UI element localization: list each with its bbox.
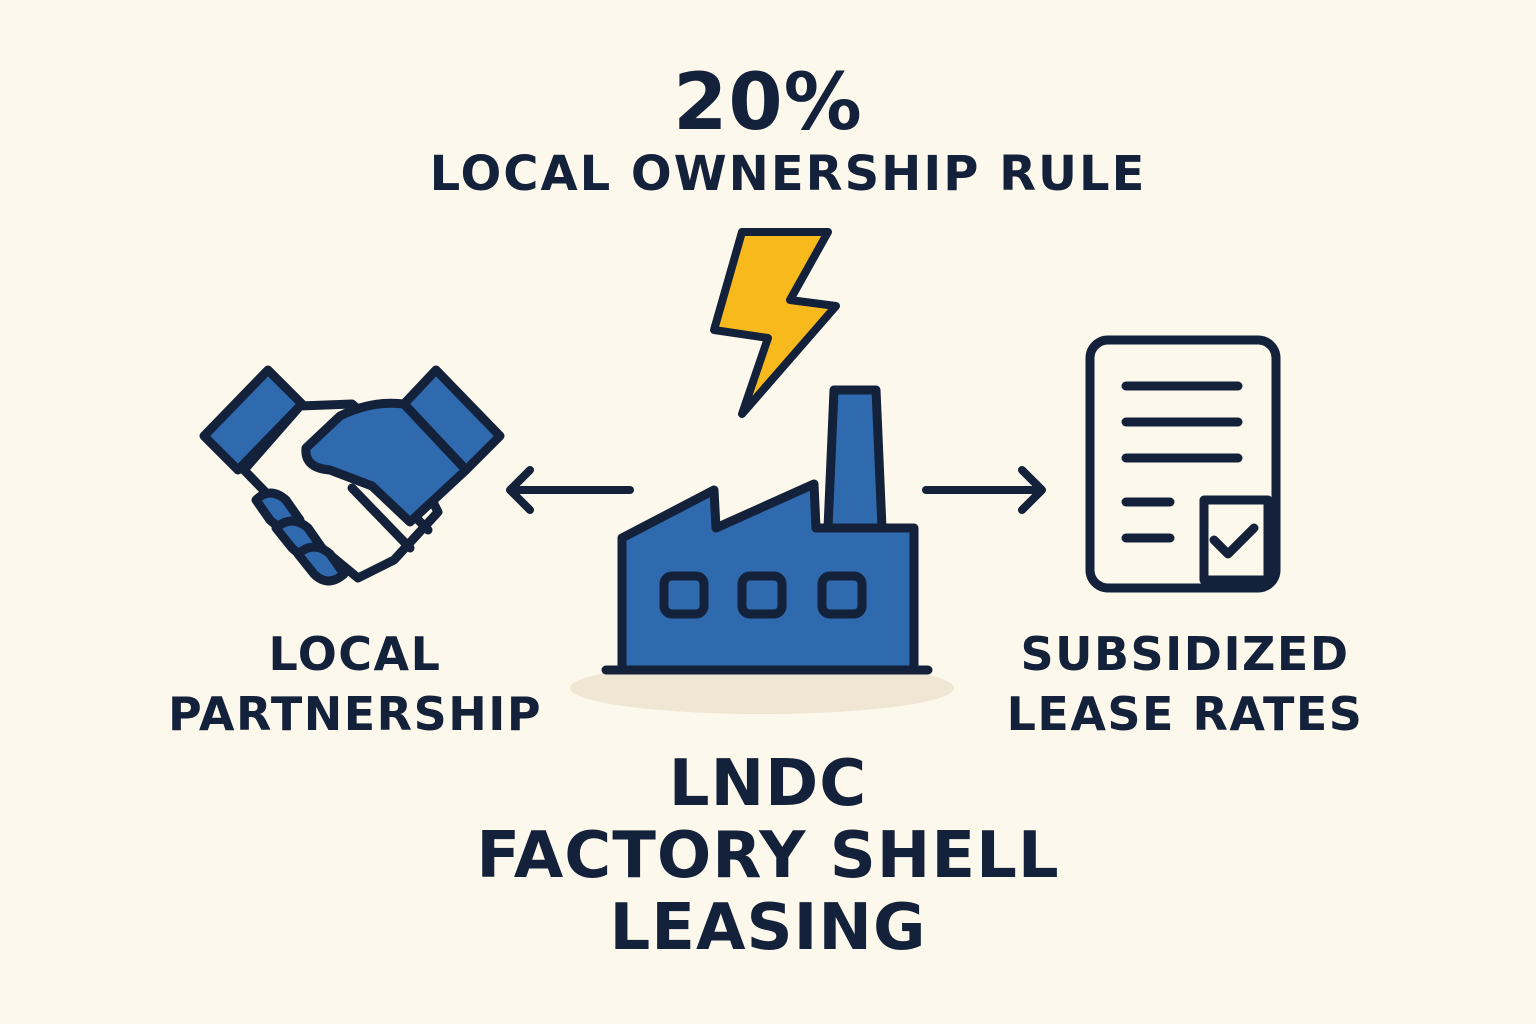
handshake-icon <box>199 365 505 586</box>
factory-ground-shadow <box>570 662 954 714</box>
headline-value: 20% <box>673 58 863 148</box>
factory-shell-title-line3: LEASING <box>609 891 927 965</box>
factory-shell-title-line1: LNDC <box>668 747 868 821</box>
subsidized-lease-line2: LEASE RATES <box>1006 687 1364 741</box>
arrow-left-icon <box>506 466 634 514</box>
factory-shell-title-line2: FACTORY SHELL <box>476 819 1060 893</box>
headline-rule: LOCAL OWNERSHIP RULE <box>429 146 1147 202</box>
local-partnership-line1: LOCAL <box>268 627 442 681</box>
subsidized-lease-line1: SUBSIDIZED <box>1020 627 1350 681</box>
lightning-bolt-icon <box>710 228 840 418</box>
lease-document-check-icon <box>1085 335 1281 593</box>
local-partnership-line2: PARTNERSHIP <box>167 687 543 741</box>
arrow-right-icon <box>922 466 1046 514</box>
local-partnership-label: LOCAL PARTNERSHIP <box>110 624 600 744</box>
subsidized-lease-label: SUBSIDIZED LEASE RATES <box>940 624 1430 744</box>
factory-shell-title: LNDC FACTORY SHELL LEASING <box>468 748 1068 964</box>
factory-icon <box>601 385 933 675</box>
